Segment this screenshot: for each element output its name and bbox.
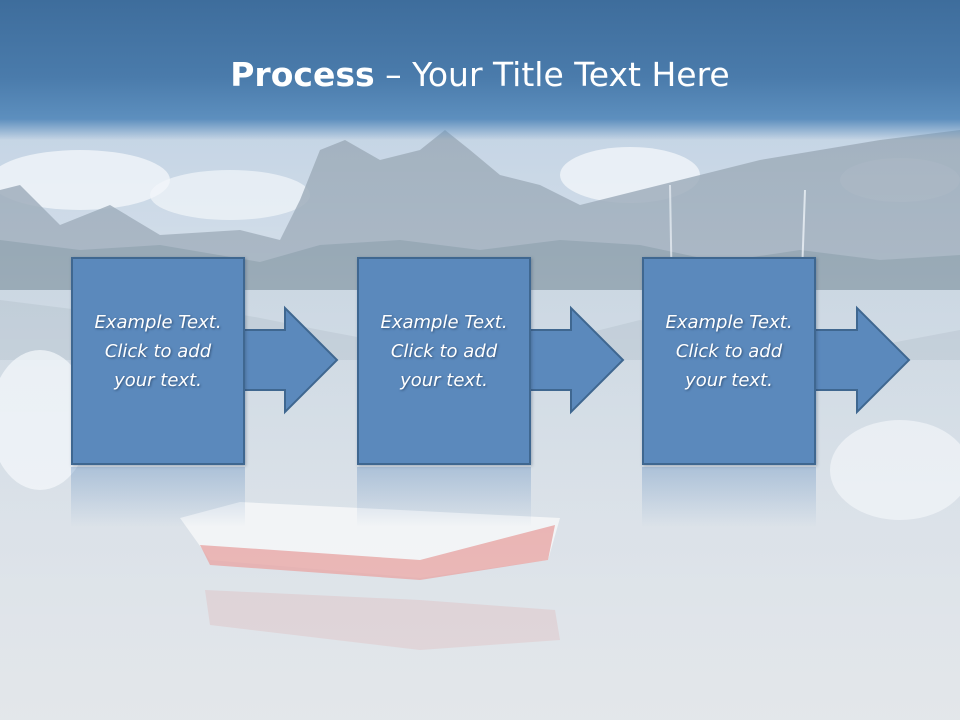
step-text-line: your text. [114,369,202,391]
process-step-box[interactable]: Example Text. Click to add your text. [357,257,531,465]
step-text-line: Example Text. [665,311,793,333]
process-arrow-icon [240,305,339,415]
step-reflection [357,467,531,527]
process-step-box[interactable]: Example Text. Click to add your text. [71,257,245,465]
step-text: Example Text. Click to add your text. [665,308,792,395]
step-text-line: Click to add [675,340,783,362]
step-text-line: Click to add [104,340,212,362]
slide-title[interactable]: Process – Your Title Text Here [0,52,960,98]
step-text-line: Click to add [390,340,498,362]
title-rest: – Your Title Text Here [374,55,730,94]
process-step-box[interactable]: Example Text. Click to add your text. [642,257,816,465]
process-arrow-icon [812,305,911,415]
step-text-line: Example Text. [94,311,222,333]
step-reflection [71,467,245,527]
process-arrow-icon [526,305,625,415]
step-reflection [642,467,816,527]
step-text: Example Text. Click to add your text. [94,308,221,395]
title-bold: Process [230,55,375,94]
step-text: Example Text. Click to add your text. [380,308,507,395]
step-text-line: Example Text. [380,311,508,333]
step-text-line: your text. [400,369,488,391]
title-band [0,0,960,140]
step-text-line: your text. [685,369,773,391]
